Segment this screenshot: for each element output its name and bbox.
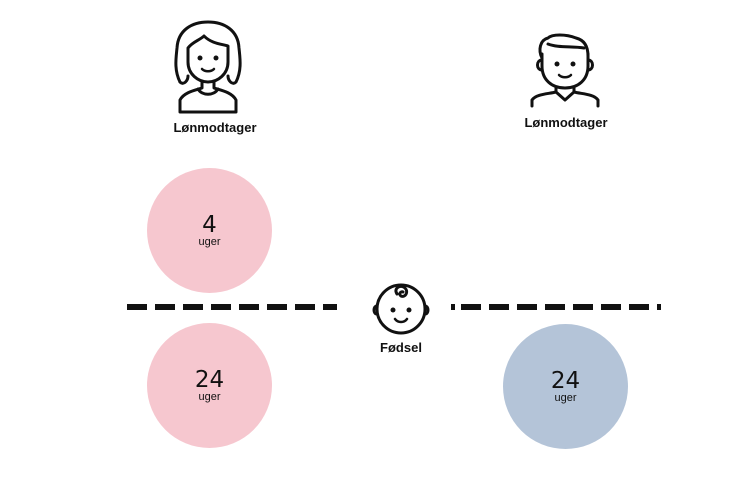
man-icon — [530, 33, 600, 108]
birth-label: Fødsel — [380, 340, 422, 355]
mother-after-birth-unit: uger — [198, 390, 221, 403]
timeline-left — [127, 304, 337, 310]
mother-before-birth-value: 4 — [202, 211, 217, 238]
mother-before-birth-circle: 4 uger — [147, 168, 272, 293]
mother-role-label: Lønmodtager — [173, 120, 257, 135]
father-after-birth-value: 24 — [550, 367, 581, 394]
father-after-birth-unit: uger — [554, 391, 577, 404]
mother-before-birth-unit: uger — [198, 235, 221, 248]
father-role-label: Lønmodtager — [524, 115, 608, 130]
timeline-right — [451, 304, 665, 310]
mother-after-birth-circle: 24 uger — [147, 323, 272, 448]
baby-icon — [372, 283, 430, 335]
mother-after-birth-value: 24 — [194, 366, 225, 393]
father-after-birth-circle: 24 uger — [503, 324, 628, 449]
woman-icon — [174, 20, 242, 114]
